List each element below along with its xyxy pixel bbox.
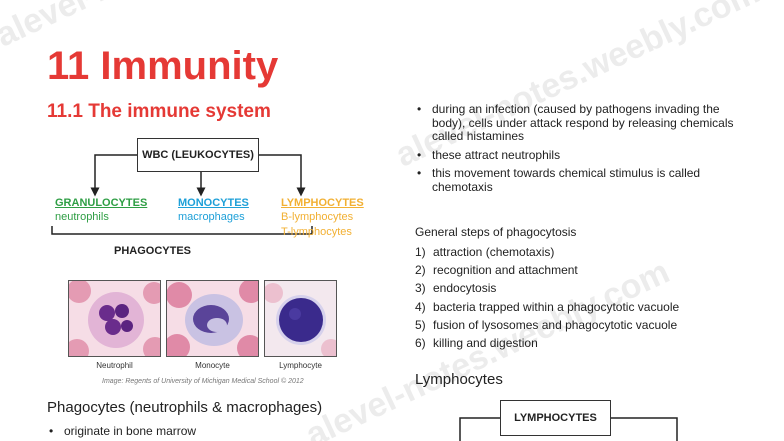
list-item: these attract neutrophils xyxy=(415,148,745,163)
list-item: 3)endocytosis xyxy=(415,281,497,296)
branch-label: LYMPHOCYTES xyxy=(281,197,364,209)
list-item: originate in bone marrow xyxy=(47,424,377,439)
phagocytes-bracket xyxy=(51,226,313,235)
branch-label: GRANULOCYTES xyxy=(55,197,148,209)
list-item: 6)killing and digestion xyxy=(415,336,538,351)
lymphocytes-connectors xyxy=(459,417,678,441)
micrograph-caption: Lymphocyte xyxy=(279,361,322,370)
branch-lymphocytes: LYMPHOCYTES B-lymphocytes T-lymphocytes xyxy=(281,197,364,240)
phagocytes-bullets: originate in bone marrow xyxy=(47,424,377,439)
phagocytosis-steps: 1)attraction (chemotaxis) 2)recognition … xyxy=(415,243,679,352)
lymphocytes-heading: Lymphocytes xyxy=(415,371,503,388)
wbc-box: WBC (LEUKOCYTES) xyxy=(137,138,259,172)
monocyte-cell-icon xyxy=(166,280,259,357)
micrograph-caption: Monocyte xyxy=(195,361,230,370)
branch-granulocytes: GRANULOCYTES neutrophils xyxy=(55,197,147,225)
branch-item: T-lymphocytes xyxy=(281,226,352,238)
micrograph-caption: Neutrophil xyxy=(96,361,133,370)
phagocytes-label: PHAGOCYTES xyxy=(114,245,192,257)
image-credit: Image: Regents of University of Michigan… xyxy=(102,378,304,385)
branch-label: MONOCYTES xyxy=(178,197,249,209)
infection-bullets: during an infection (caused by pathogens… xyxy=(415,102,745,194)
neutrophil-cell-icon xyxy=(68,280,161,357)
branch-item: macrophages xyxy=(178,211,245,223)
branch-monocytes: MONOCYTES macrophages xyxy=(178,197,249,225)
lymphocyte-cell-icon xyxy=(264,280,337,357)
list-item: 2)recognition and attachment xyxy=(415,263,578,278)
lymphocytes-box: LYMPHOCYTES xyxy=(500,400,611,436)
connector-right xyxy=(259,154,306,197)
connector-left xyxy=(90,154,137,197)
list-item: 4)bacteria trapped within a phagocytotic… xyxy=(415,299,680,314)
branch-item: neutrophils xyxy=(55,211,109,223)
list-item: 5)fusion of lysosomes and phagocytotic v… xyxy=(415,317,678,332)
list-item: during an infection (caused by pathogens… xyxy=(415,102,745,144)
diagram-connectors xyxy=(51,154,313,235)
page-title: 11 Immunity xyxy=(47,44,279,88)
phagocytosis-steps-heading: General steps of phagocytosis xyxy=(415,225,577,239)
list-item: this movement towards chemical stimulus … xyxy=(415,166,745,194)
list-item: 1)attraction (chemotaxis) xyxy=(415,245,555,259)
section-title: 11.1 The immune system xyxy=(47,101,271,122)
branch-item: B-lymphocytes xyxy=(281,211,354,223)
phagocytes-heading: Phagocytes (neutrophils & macrophages) xyxy=(47,399,323,416)
